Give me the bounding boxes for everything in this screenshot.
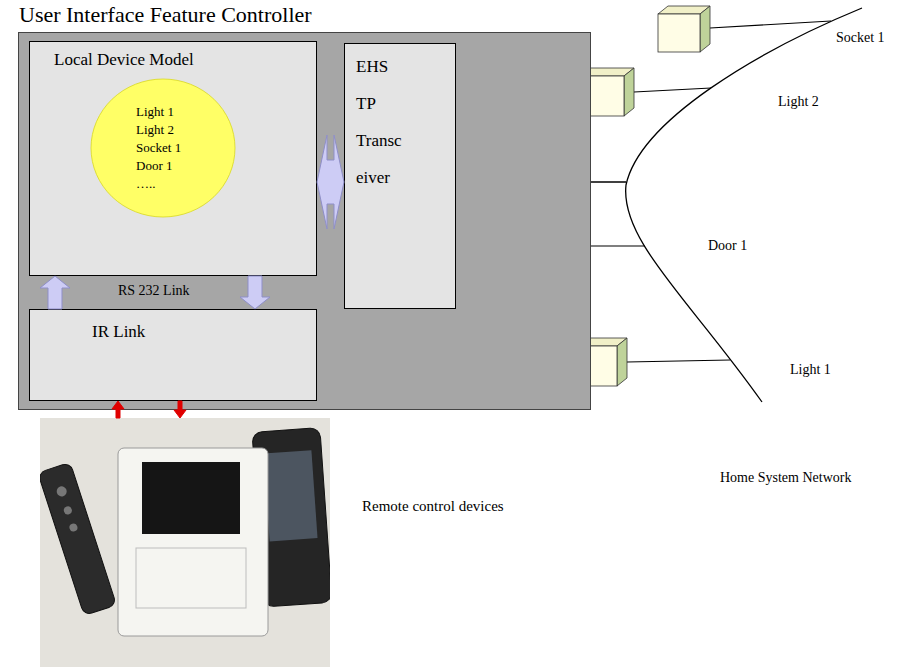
- network-label: Home System Network: [720, 470, 851, 486]
- device-list-circle: Light 1 Light 2 Socket 1 Door 1 …..: [90, 78, 236, 218]
- heading-text: Remote control devices: [362, 497, 504, 515]
- device-cube: [658, 6, 710, 52]
- panel-bezel: [136, 548, 246, 608]
- device-label: Light 1: [790, 362, 831, 378]
- device-model-box: Local Device ModelLight 1 Light 2 Socket…: [29, 41, 317, 276]
- remote-button: [68, 522, 78, 532]
- heading-text: User Interface Feature Controller: [19, 2, 312, 28]
- remote-devices-photo: Remote control devices: [40, 418, 330, 667]
- node-text: Local Device Model: [54, 50, 194, 70]
- cube-side: [617, 338, 627, 386]
- device-wire: [627, 360, 730, 362]
- circle-shape: [91, 79, 235, 217]
- transceiver-box: EHS TP Transc eiver: [344, 43, 456, 309]
- cube-side: [624, 68, 634, 116]
- remote-body: [40, 462, 116, 615]
- panel-body: [118, 448, 268, 636]
- serial-link-arrow: [40, 276, 70, 309]
- remote-control: [40, 462, 116, 615]
- remote-button: [63, 505, 73, 515]
- device-label: Door 1: [708, 238, 747, 254]
- node-text: EHS TP Transc eiver: [356, 48, 406, 196]
- infrared-arrow: [174, 401, 186, 418]
- panel-screen: [142, 462, 240, 534]
- network-cable: [626, 8, 862, 402]
- ir-link-box: IR Link: [29, 309, 317, 401]
- remote-button: [55, 485, 68, 498]
- touch-panel: [118, 448, 268, 636]
- controller-box: User Interface Feature ControllerLocal D…: [18, 32, 591, 410]
- link-label: RS 232 Link: [118, 283, 190, 299]
- device-label: Light 2: [778, 94, 819, 110]
- remote-devices-picture: [40, 418, 330, 667]
- device-wire: [634, 88, 711, 92]
- device-label: Socket 1: [836, 30, 885, 46]
- device-wire: [710, 21, 831, 28]
- data-exchange-arrow: [317, 135, 344, 229]
- cube-front: [658, 14, 700, 52]
- node-text: Light 1 Light 2 Socket 1 Door 1 …..: [136, 103, 190, 193]
- node-text: IR Link: [92, 322, 145, 342]
- pda-screen: [264, 450, 318, 541]
- infrared-arrow: [112, 401, 124, 418]
- cube-side: [700, 6, 710, 52]
- serial-link-arrow: [240, 276, 270, 309]
